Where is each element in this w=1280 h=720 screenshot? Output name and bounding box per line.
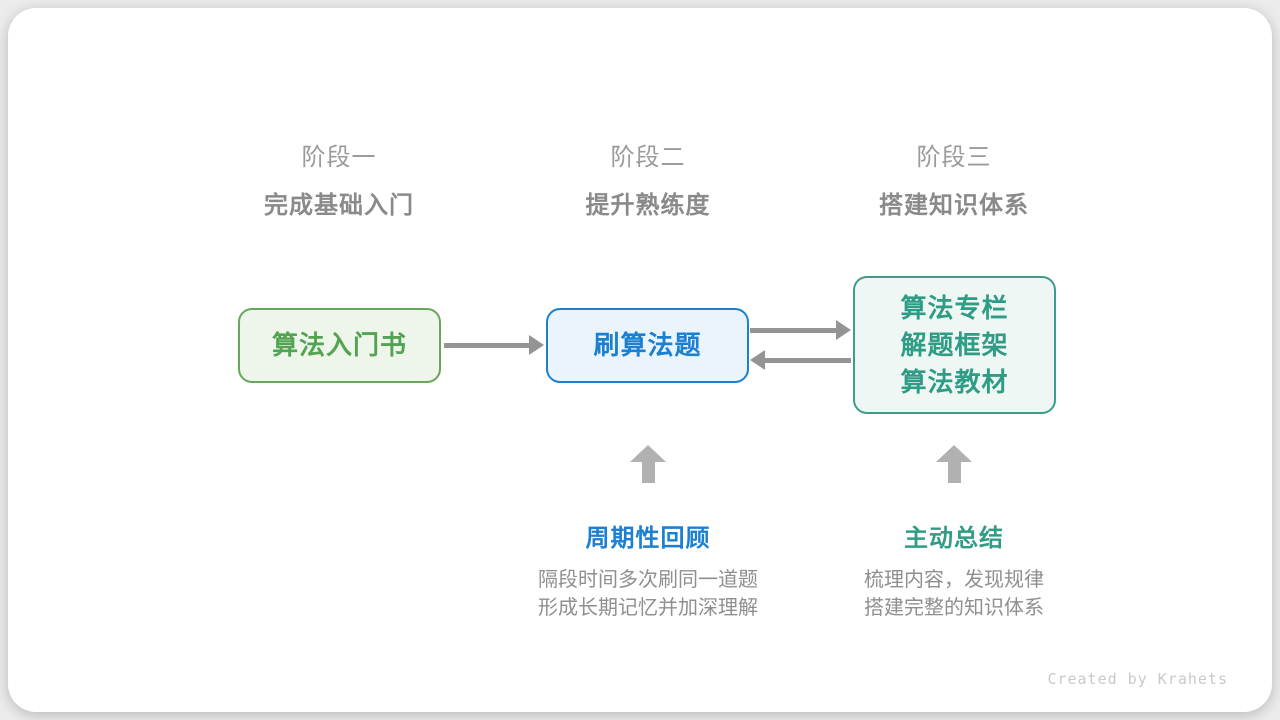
desc-line: 梳理内容，发现规律	[864, 569, 1044, 591]
annotation-active-summary-desc: 梳理内容，发现规律 搭建完整的知识体系	[784, 566, 1124, 622]
arrow-left-icon	[750, 347, 851, 373]
annotation-periodic-review-title: 周期性回顾	[585, 525, 711, 552]
desc-line: 形成长期记忆并加深理解	[538, 597, 758, 619]
desc-line: 隔段时间多次刷同一道题	[538, 569, 758, 591]
node-knowledge-resources: 算法专栏 解题框架 算法教材	[853, 276, 1056, 414]
arrow-head	[630, 445, 666, 462]
arrow-shaft	[750, 327, 836, 333]
stage-1-subtitle: 完成基础入门	[264, 192, 414, 219]
arrow-right-icon	[444, 332, 544, 358]
arrow-up-icon	[936, 445, 972, 483]
diagram-card: 阶段一 完成基础入门 阶段二 提升熟练度 阶段三 搭建知识体系 算法入门书 刷算…	[8, 8, 1272, 712]
node-text: 算法专栏	[900, 292, 1009, 323]
arrow-stem	[947, 462, 961, 483]
arrow-head	[936, 445, 972, 462]
arrow-head	[529, 335, 544, 355]
stage-3-label: 阶段三	[916, 144, 992, 171]
node-text: 解题框架	[900, 329, 1009, 360]
stage-3-subtitle: 搭建知识体系	[879, 192, 1029, 219]
annotation-periodic-review-desc: 隔段时间多次刷同一道题 形成长期记忆并加深理解	[478, 566, 818, 622]
arrow-head	[750, 350, 765, 370]
arrow-up-icon	[630, 445, 666, 483]
arrow-stem	[641, 462, 655, 483]
node-practice-problems: 刷算法题	[546, 308, 749, 383]
stage-2-label: 阶段二	[610, 144, 686, 171]
arrow-shaft	[765, 357, 851, 363]
node-text: 算法教材	[900, 366, 1009, 397]
node-text: 算法入门书	[271, 330, 407, 360]
arrow-head	[836, 320, 851, 340]
node-text: 刷算法题	[593, 330, 702, 360]
node-algorithm-intro-book: 算法入门书	[238, 308, 441, 383]
arrow-right-icon	[750, 317, 851, 343]
arrow-shaft	[444, 342, 529, 348]
desc-line: 搭建完整的知识体系	[864, 597, 1044, 619]
annotation-active-summary-title: 主动总结	[904, 525, 1004, 552]
stage-1-label: 阶段一	[301, 144, 377, 171]
credit-text: Created by Krahets	[1047, 670, 1228, 688]
stage-2-subtitle: 提升熟练度	[585, 192, 711, 219]
